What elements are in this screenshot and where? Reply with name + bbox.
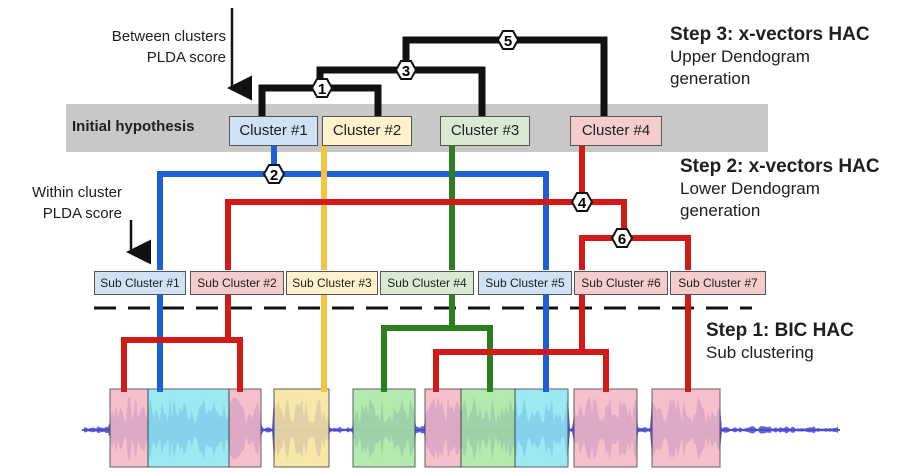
initial-hypothesis-label: Initial hypothesis (72, 118, 195, 135)
step2-title: Step 2: x-vectors HAC (680, 156, 880, 177)
segment-2 (147, 388, 230, 468)
sub-cluster-3-box: Sub Cluster #3 (286, 271, 378, 295)
step2-description: Step 2: x-vectors HAC Lower Dendogram ge… (680, 156, 880, 222)
svg-text:4: 4 (578, 195, 587, 212)
segment-10 (651, 388, 721, 468)
step3-description: Step 3: x-vectors HAC Upper Dendogram ge… (670, 24, 870, 90)
segment-1 (109, 388, 149, 468)
between-clusters-note: Between clusters PLDA score (76, 26, 226, 68)
svg-text:3: 3 (402, 63, 410, 80)
segment-5 (352, 388, 416, 468)
merge-marker-4: 4 (570, 192, 594, 212)
within-cluster-note: Within cluster PLDA score (0, 182, 122, 224)
sub-cluster-1-box: Sub Cluster #1 (94, 271, 186, 295)
sub-cluster-4-box: Sub Cluster #4 (380, 271, 474, 295)
merge-marker-5: 5 (496, 30, 520, 50)
between-note-line2: PLDA score (146, 49, 226, 66)
segment-9 (573, 388, 638, 468)
sub-cluster-6-box: Sub Cluster #6 (574, 271, 668, 295)
merge-marker-1: 1 (310, 78, 334, 98)
merge-markers: 1 2 3 4 5 6 (262, 30, 634, 248)
step2-line2: generation (680, 201, 761, 220)
segment-8 (514, 388, 569, 468)
merge-marker-2: 2 (262, 164, 286, 184)
cluster-2-box: Cluster #2 (322, 116, 412, 146)
within-note-line1: Within cluster (31, 184, 122, 201)
svg-text:6: 6 (618, 231, 626, 248)
step1-line1: Sub clustering (706, 343, 814, 362)
step2-line1: Lower Dendogram (680, 179, 820, 198)
cluster-3-box: Cluster #3 (440, 116, 530, 146)
segment-7 (460, 388, 516, 468)
between-note-line1: Between clusters (111, 28, 226, 45)
upper-dendrogram (258, 36, 608, 118)
svg-text:5: 5 (504, 33, 512, 50)
cluster-1-box: Cluster #1 (229, 116, 318, 146)
audio-segments (109, 388, 721, 468)
segment-6 (424, 388, 462, 468)
step1-description: Step 1: BIC HAC Sub clustering (706, 320, 854, 364)
merge-marker-3: 3 (394, 60, 418, 80)
svg-text:2: 2 (270, 167, 278, 184)
bic-dendrogram (121, 294, 691, 392)
svg-text:1: 1 (318, 81, 326, 98)
segment-3 (228, 388, 262, 468)
cluster-4-box: Cluster #4 (570, 116, 662, 146)
sub-cluster-2-box: Sub Cluster #2 (190, 271, 284, 295)
step3-line2: generation (670, 69, 751, 88)
within-note-line2: PLDA score (42, 205, 122, 222)
step1-title: Step 1: BIC HAC (706, 320, 854, 341)
lower-dendrogram (157, 146, 691, 270)
sub-cluster-7-box: Sub Cluster #7 (670, 271, 766, 295)
step3-line1: Upper Dendogram (670, 47, 810, 66)
merge-marker-6: 6 (610, 228, 634, 248)
sub-cluster-5-box: Sub Cluster #5 (478, 271, 572, 295)
step3-title: Step 3: x-vectors HAC (670, 24, 870, 45)
segment-4 (273, 388, 330, 468)
